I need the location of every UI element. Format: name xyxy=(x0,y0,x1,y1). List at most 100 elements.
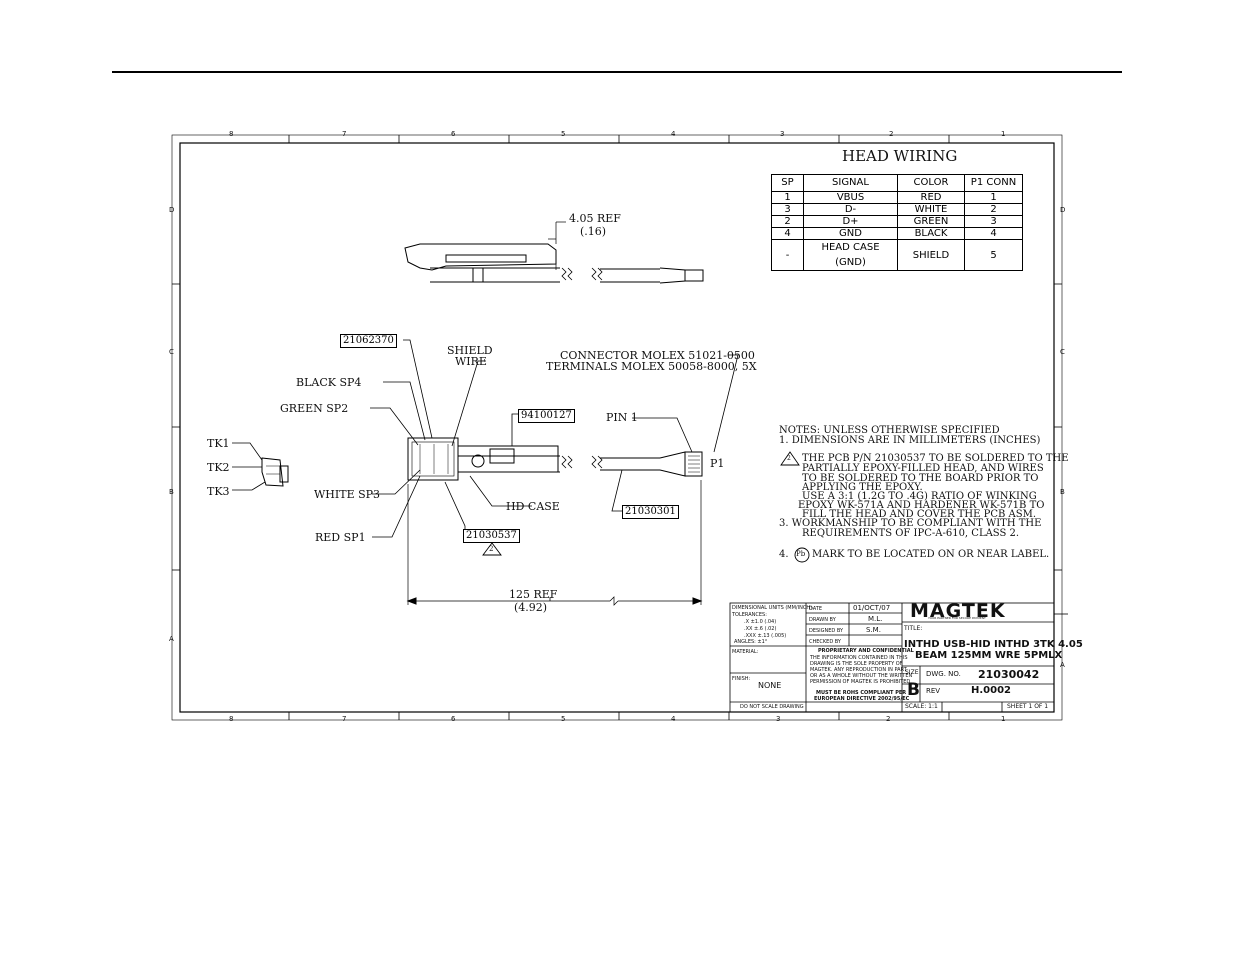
zone-col-bottom-8: 8 xyxy=(229,715,234,723)
note-line: USE A 3:1 (1.2G TO .4G) RATIO OF WINKING xyxy=(802,491,1037,502)
drawing-inner-frame xyxy=(179,142,1055,713)
tb-checked-label: CHECKED BY xyxy=(809,639,841,645)
zone-row-left-d: D xyxy=(169,206,175,214)
table-cell: GREEN xyxy=(897,215,965,228)
drawing-title-line-1: INTHD USB-HID INTHD 3TK 4.05 xyxy=(904,639,1083,650)
table-row: 4 GND BLACK 4 xyxy=(771,227,1023,240)
zone-col-bottom-1: 1 xyxy=(1001,715,1006,723)
pb-mark-icon: Pb xyxy=(796,550,806,558)
tb-tol-3: .XXX ±.13 (.005) xyxy=(744,633,787,639)
shield-wire-label: SHIELD xyxy=(447,344,493,357)
tb-drawn-value: M.L. xyxy=(868,615,883,623)
zone-col-top-3: 3 xyxy=(780,130,785,138)
tb-tolerances: TOLERANCES: xyxy=(732,612,767,618)
note-line: FILL THE HEAD AND COVER THE PCB ASM. xyxy=(802,509,1036,520)
tb-size-value: B xyxy=(907,680,920,700)
note-number: 4. xyxy=(779,549,789,560)
note-line: 1. DIMENSIONS ARE IN MILLIMETERS (INCHES… xyxy=(779,435,1041,446)
head-wiring-table: SP SIGNAL COLOR P1 CONN 1 VBUS RED 1 3 D… xyxy=(771,174,1023,271)
table-cell: BLACK xyxy=(897,227,965,240)
zone-col-bottom-4: 4 xyxy=(671,715,676,723)
side-view xyxy=(404,221,704,284)
tk2-label: TK2 xyxy=(207,461,230,474)
green-sp2-label: GREEN SP2 xyxy=(280,402,349,415)
tb-do-not-scale: DO NOT SCALE DRAWING xyxy=(740,704,804,710)
tb-proprietary-line: PERMISSION OF MAGTEK IS PROHIBITED. xyxy=(810,679,912,685)
tb-tol-2: .XX ±.6 (.02) xyxy=(744,626,777,632)
tb-proprietary-line: OR AS A WHOLE WITHOUT THE WRITTEN xyxy=(810,673,913,679)
magtek-logo-tagline: YOUR PARTNER FOR SECURE PAYMENT xyxy=(928,616,986,620)
table-cell: 2 xyxy=(771,215,804,228)
table-cell: D- xyxy=(803,203,898,216)
tb-material: MATERIAL: xyxy=(732,649,759,655)
head-end-view xyxy=(261,457,289,487)
table-row: - HEAD CASE (GND) SHIELD 5 xyxy=(771,239,1023,271)
table-cell: HEAD CASE (GND) xyxy=(803,239,898,271)
part-number-callout: 21030537 xyxy=(463,529,520,543)
note-line: EPOXY WK-571A AND HARDENER WK-571B TO xyxy=(798,500,1045,511)
tk1-label: TK1 xyxy=(207,437,230,450)
tb-proprietary-title: PROPRIETARY AND CONFIDENTIAL xyxy=(818,648,914,654)
dim-ref-top-inch: (.16) xyxy=(580,225,607,238)
tb-angles: ANGLES: ±1° xyxy=(734,639,768,645)
drawing-outer-frame xyxy=(171,134,1063,721)
rev-triangle-notes xyxy=(780,451,800,466)
tb-drawn-label: DRAWN BY xyxy=(809,617,836,623)
dim-ref-bottom: 125 REF xyxy=(509,588,558,601)
table-header-cell: COLOR xyxy=(897,174,965,192)
part-number-callout: 21062370 xyxy=(340,334,397,348)
table-header-cell: P1 CONN xyxy=(964,174,1023,192)
table-cell: 4 xyxy=(771,227,804,240)
tb-rev-label: REV xyxy=(926,687,941,695)
note-line: PARTIALLY EPOXY-FILLED HEAD, AND WIRES xyxy=(802,463,1044,474)
tb-scale: SCALE: 1:1 xyxy=(905,703,938,710)
tb-dwg-number: 21030042 xyxy=(978,668,1040,681)
zone-row-left-a: A xyxy=(169,635,174,643)
note-triangle-number: 2 xyxy=(787,455,791,462)
note-line: THE PCB P/N 21030537 TO BE SOLDERED TO T… xyxy=(802,453,1069,464)
p1-label: P1 xyxy=(710,457,725,470)
leader-lines xyxy=(232,339,739,601)
zone-row-right-c: C xyxy=(1060,348,1065,356)
tb-dimensional-units: DIMENSIONAL UNITS (MM/INCH) xyxy=(732,605,813,611)
zone-col-top-7: 7 xyxy=(342,130,347,138)
table-row: 1 VBUS RED 1 xyxy=(771,191,1023,204)
note-line: REQUIREMENTS OF IPC-A-610, CLASS 2. xyxy=(802,528,1020,539)
tb-finish: FINISH: xyxy=(732,676,751,682)
tb-title-label: TITLE: xyxy=(904,625,923,632)
connector-label: CONNECTOR MOLEX 51021-0500 xyxy=(560,349,755,362)
zone-row-right-b: B xyxy=(1060,488,1065,496)
zone-col-bottom-2: 2 xyxy=(886,715,891,723)
table-cell: RED xyxy=(897,191,965,204)
tb-dwg-label: DWG. NO. xyxy=(926,670,961,678)
note-line: TO BE SOLDERED TO THE BOARD PRIOR TO xyxy=(802,473,1039,484)
zone-col-top-1: 1 xyxy=(1001,130,1006,138)
zone-row-right-d: D xyxy=(1060,206,1066,214)
zone-col-top-2: 2 xyxy=(889,130,894,138)
table-cell: 2 xyxy=(964,203,1023,216)
table-cell: 3 xyxy=(771,203,804,216)
tb-tol-1: .X ±1.0 (.04) xyxy=(744,619,777,625)
tb-date-value: 01/OCT/07 xyxy=(853,604,891,612)
red-sp1-label: RED SP1 xyxy=(315,531,366,544)
tk3-label: TK3 xyxy=(207,485,230,498)
zone-col-bottom-7: 7 xyxy=(342,715,347,723)
pb-mark-circle xyxy=(794,547,810,563)
zone-row-left-c: C xyxy=(169,348,174,356)
tb-rohs-line: MUST BE ROHS COMPLIANT PER xyxy=(816,690,907,696)
zone-col-top-5: 5 xyxy=(561,130,566,138)
head-wiring-title: HEAD WIRING xyxy=(842,147,958,165)
table-header-row: SP SIGNAL COLOR P1 CONN xyxy=(771,174,1023,192)
table-cell: WHITE xyxy=(897,203,965,216)
zone-col-bottom-5: 5 xyxy=(561,715,566,723)
zone-row-right-a: A xyxy=(1060,661,1065,669)
note-line: MARK TO BE LOCATED ON OR NEAR LABEL. xyxy=(812,549,1050,560)
zone-col-top-4: 4 xyxy=(671,130,676,138)
tb-proprietary-line: DRAWING IS THE SOLE PROPERTY OF xyxy=(810,661,903,667)
tb-proprietary-line: MAGTEK. ANY REPRODUCTION IN PART xyxy=(810,667,907,673)
zone-ticks xyxy=(172,135,1068,720)
table-cell: 3 xyxy=(964,215,1023,228)
tb-proprietary-line: THE INFORMATION CONTAINED IN THIS xyxy=(810,655,908,661)
black-sp4-label: BLACK SP4 xyxy=(296,376,362,389)
